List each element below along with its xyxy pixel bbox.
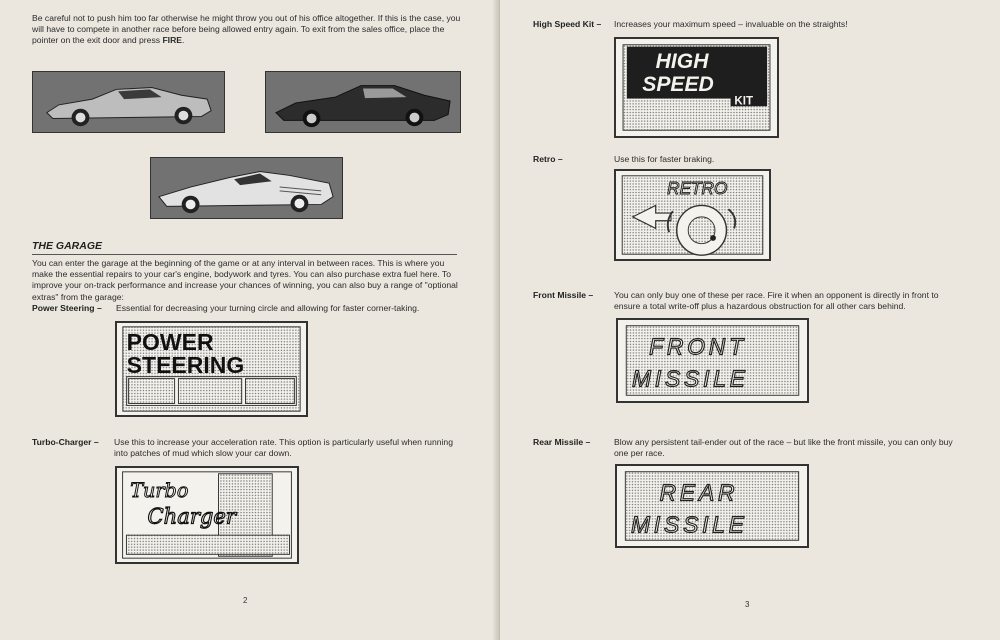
retro-badge: RETRO — [614, 169, 771, 261]
retro-badge-text: RETRO — [667, 178, 727, 198]
turbo-charger-badge-line2: Charger — [148, 504, 238, 529]
turbo-charger-desc: Use this to increase your acceleration r… — [114, 437, 453, 459]
page-number-left: 2 — [243, 596, 248, 605]
front-missile-label: Front Missile – — [533, 290, 594, 300]
rear-missile-label: Rear Missile – — [533, 437, 591, 447]
power-steering-badge-line2: STEERING — [127, 352, 245, 378]
power-steering-desc: Essential for decreasing your turning ci… — [116, 303, 420, 313]
high-speed-badge-line1: HIGH — [656, 50, 710, 73]
intro-paragraph: Be careful not to push him too far other… — [32, 13, 461, 46]
page-number-right: 3 — [745, 600, 750, 609]
power-steering-label: Power Steering – — [32, 303, 102, 313]
front-missile-badge: FRONT MISSILE — [616, 318, 809, 403]
rear-missile-badge-line1: REAR — [660, 479, 739, 505]
garage-heading-rule — [32, 254, 457, 255]
retro-desc: Use this for faster braking. — [614, 154, 715, 164]
manual-page-left: Be careful not to push him too far other… — [0, 0, 498, 640]
garage-paragraph: You can enter the garage at the beginnin… — [32, 258, 458, 302]
high-speed-badge-line3: KIT — [734, 95, 753, 107]
manual-page-right: High Speed Kit – Increases your maximum … — [500, 0, 1000, 640]
high-speed-badge-line2: SPEED — [642, 73, 714, 96]
rear-missile-desc: Blow any persistent tail-ender out of th… — [614, 437, 953, 459]
front-missile-desc: You can only buy one of these per race. … — [614, 290, 939, 312]
turbo-charger-badge-line1: Turbo — [130, 479, 188, 502]
car-image-2 — [265, 71, 461, 133]
high-speed-kit-desc: Increases your maximum speed – invaluabl… — [614, 19, 848, 29]
car-image-3 — [150, 157, 343, 219]
front-missile-badge-line2: MISSILE — [632, 366, 749, 392]
turbo-charger-label: Turbo-Charger – — [32, 437, 99, 447]
high-speed-kit-label: High Speed Kit – — [533, 19, 602, 29]
front-missile-badge-line1: FRONT — [649, 333, 747, 359]
power-steering-badge-line1: POWER — [127, 329, 214, 355]
rear-missile-badge: REAR MISSILE — [615, 464, 809, 548]
power-steering-badge: POWER STEERING — [115, 321, 308, 417]
retro-label: Retro – — [533, 154, 563, 164]
turbo-charger-badge: Turbo Charger — [115, 466, 299, 564]
garage-heading: THE GARAGE — [32, 240, 103, 252]
rear-missile-badge-line2: MISSILE — [631, 512, 748, 538]
high-speed-kit-badge: HIGH SPEED KIT — [614, 37, 779, 138]
car-image-1 — [32, 71, 225, 133]
